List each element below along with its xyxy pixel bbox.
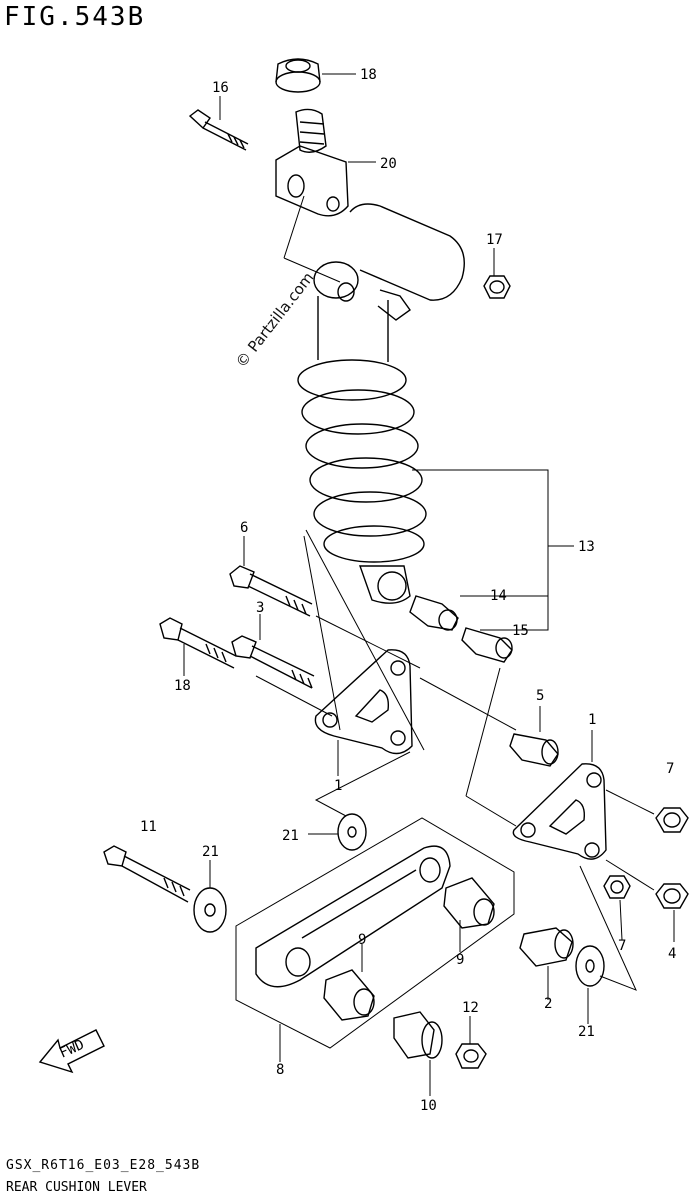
part-5-bushing[interactable] (509, 733, 559, 767)
label-18: 18 (174, 678, 191, 694)
label-7b: 7 (618, 938, 626, 954)
label-2: 2 (544, 996, 552, 1012)
label-9a: 9 (456, 952, 464, 968)
part-11-bolt[interactable] (103, 845, 191, 903)
label-14: 14 (490, 588, 507, 604)
label-1b: 1 (588, 712, 596, 728)
part-10-collar[interactable] (393, 1011, 443, 1059)
label-21-mid: 21 (282, 828, 299, 844)
part-7-nut-lower[interactable] (603, 875, 631, 899)
label-21-left: 21 (202, 844, 219, 860)
label-11: 11 (140, 819, 157, 835)
part-6-bolt[interactable] (229, 565, 313, 617)
label-20: 18 (360, 67, 377, 83)
part-12-nut[interactable] (455, 1043, 487, 1069)
part-20-cap[interactable] (275, 58, 321, 93)
label-19: 20 (380, 156, 397, 172)
figure-title: FIG.543B (4, 2, 146, 32)
part-21-washer-mid[interactable] (337, 813, 367, 851)
part-9-bearing-upper[interactable] (443, 877, 495, 929)
part-19-upper-mount[interactable] (275, 108, 349, 217)
label-3: 3 (256, 600, 264, 616)
label-7a: 7 (666, 761, 674, 777)
part-18-bolt[interactable] (159, 617, 237, 669)
fwd-arrow: FWD (38, 1029, 105, 1074)
part-2-spacer[interactable] (519, 927, 574, 967)
label-9b: 9 (358, 932, 366, 948)
part-21-washer-right[interactable] (575, 945, 605, 987)
fwd-label: FWD (57, 1037, 87, 1062)
part-17-nut[interactable] (483, 275, 511, 299)
label-4: 4 (668, 946, 676, 962)
label-12: 12 (462, 1000, 479, 1016)
label-1a: 1 (334, 778, 342, 794)
assembly-lines (255, 195, 655, 991)
part-1-plate-left[interactable] (314, 649, 413, 755)
label-13: 13 (578, 539, 595, 555)
part-1-plate-right[interactable] (512, 763, 607, 860)
part-13-shock-absorber[interactable] (297, 203, 465, 604)
label-8: 8 (276, 1062, 284, 1078)
part-15-bushing[interactable] (461, 627, 513, 663)
part-9-bearing-lower[interactable] (323, 969, 375, 1021)
label-5: 5 (536, 688, 544, 704)
label-6: 6 (240, 520, 248, 536)
label-17: 17 (486, 232, 503, 248)
part-3-bolt[interactable] (231, 635, 315, 689)
part-21-washer-left[interactable] (193, 887, 227, 933)
part-7-nut-upper[interactable] (655, 807, 689, 833)
part-4-nut[interactable] (655, 883, 689, 909)
label-10: 10 (420, 1098, 437, 1114)
part-14-bushing[interactable] (409, 595, 459, 631)
figure-name: REAR CUSHION LEVER (6, 1180, 147, 1195)
figure-code: GSX_R6T16_E03_E28_543B (6, 1158, 201, 1173)
label-21-right: 21 (578, 1024, 595, 1040)
label-16: 16 (212, 80, 229, 96)
label-15: 15 (512, 623, 529, 639)
part-16-bolt[interactable] (188, 109, 249, 151)
part-8-link-lever[interactable] (255, 845, 451, 988)
